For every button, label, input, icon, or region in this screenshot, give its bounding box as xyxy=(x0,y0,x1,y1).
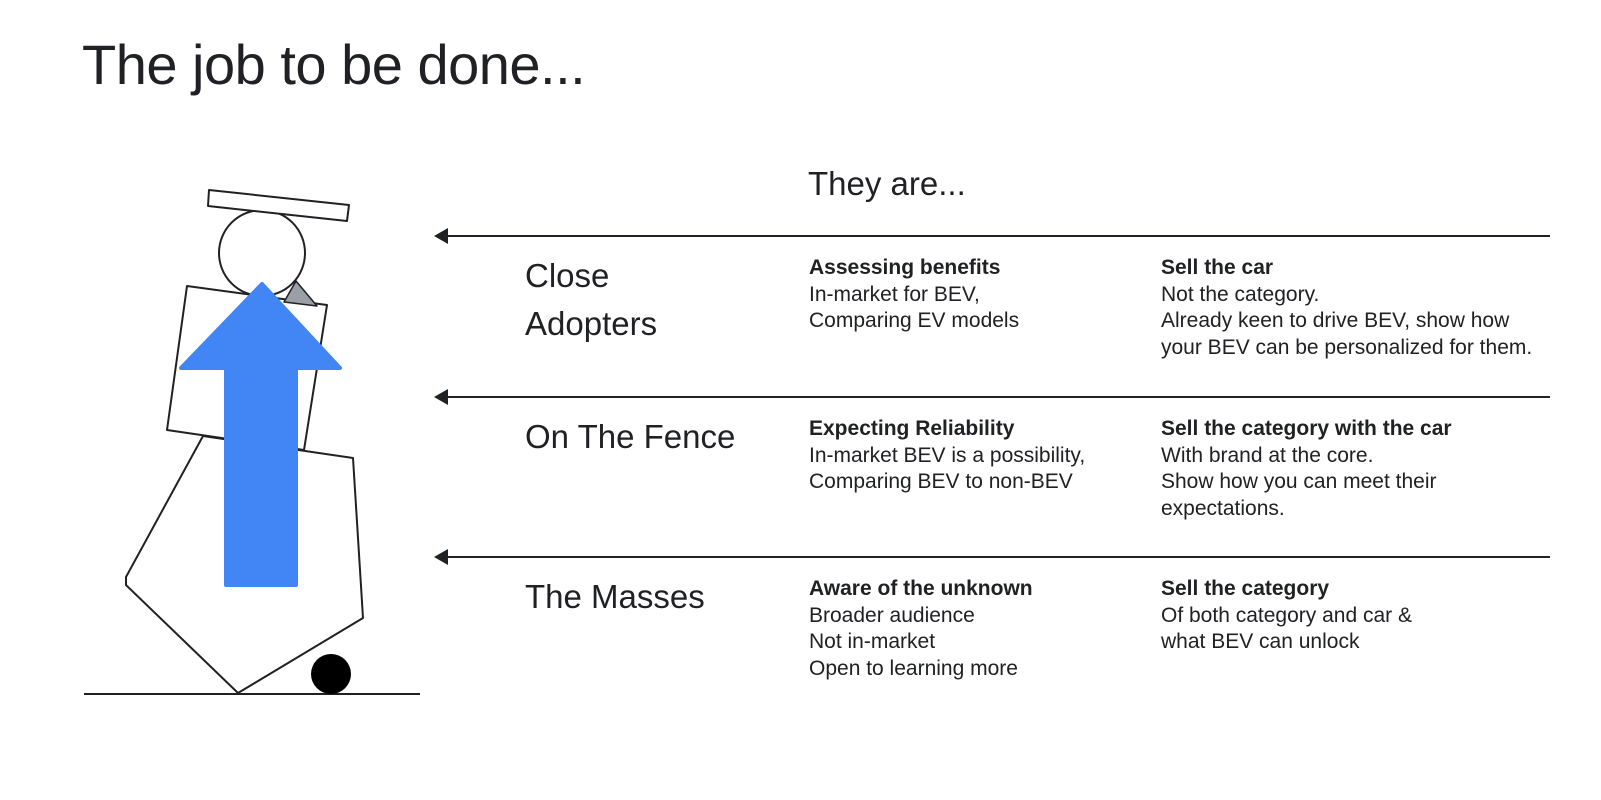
arrowhead-left-icon xyxy=(434,228,448,244)
triangle-shape xyxy=(283,280,318,307)
segment-state-close-adopters: Assessing benefits In-market for BEV, Co… xyxy=(809,255,1019,335)
action-line: Not the category. xyxy=(1161,282,1320,306)
action-line: With brand at the core. xyxy=(1161,443,1374,467)
state-line: In-market BEV is a possibility, xyxy=(809,443,1086,467)
action-line: expectations. xyxy=(1161,496,1285,520)
ball-shape xyxy=(311,654,351,694)
action-line: Already keen to drive BEV, show how xyxy=(1161,309,1510,332)
arrowhead-left-icon xyxy=(434,549,448,565)
segment-action-close-adopters: Sell the car Not the category. Already k… xyxy=(1161,255,1532,361)
plank-shape xyxy=(207,189,350,222)
segment-state-on-the-fence: Expecting Reliability In-market BEV is a… xyxy=(809,416,1085,496)
state-line: In-market for BEV, xyxy=(809,282,980,306)
state-heading: Assessing benefits xyxy=(809,256,1001,279)
segment-action-on-the-fence: Sell the category with the car With bran… xyxy=(1161,416,1452,522)
state-line: Not in-market xyxy=(809,630,936,653)
state-line: Broader audience xyxy=(809,603,975,627)
action-heading: Sell the car xyxy=(1161,256,1274,279)
segment-label-close-adopters: Close Adopters xyxy=(525,257,658,342)
state-heading: Expecting Reliability xyxy=(809,417,1015,440)
action-line: Of both category and car & xyxy=(1161,603,1412,627)
state-line: Comparing EV models xyxy=(809,309,1020,332)
page-title: The job to be done... xyxy=(82,33,586,96)
action-line: what BEV can unlock xyxy=(1161,630,1360,653)
segment-state-the-masses: Aware of the unknown Broader audience No… xyxy=(809,576,1033,682)
column-subheading: They are... xyxy=(808,165,966,202)
action-heading: Sell the category xyxy=(1161,577,1330,600)
arrowhead-left-icon xyxy=(434,389,448,405)
segment-label-the-masses: The Masses xyxy=(525,578,705,615)
state-line: Open to learning more xyxy=(809,656,1018,680)
rectangle-shape xyxy=(166,285,328,451)
segment-label-on-the-fence: On The Fence xyxy=(525,418,736,455)
segment-action-the-masses: Sell the category Of both category and c… xyxy=(1161,576,1412,656)
action-line: your BEV can be personalized for them. xyxy=(1161,335,1533,359)
stacked-shapes-illustration xyxy=(84,189,420,695)
pentagon-shape xyxy=(125,435,364,694)
action-line: Show how you can meet their xyxy=(1161,470,1437,493)
state-line: Comparing BEV to non-BEV xyxy=(809,470,1073,493)
up-arrow-icon xyxy=(179,282,342,587)
action-heading: Sell the category with the car xyxy=(1161,417,1452,440)
state-heading: Aware of the unknown xyxy=(809,577,1033,600)
